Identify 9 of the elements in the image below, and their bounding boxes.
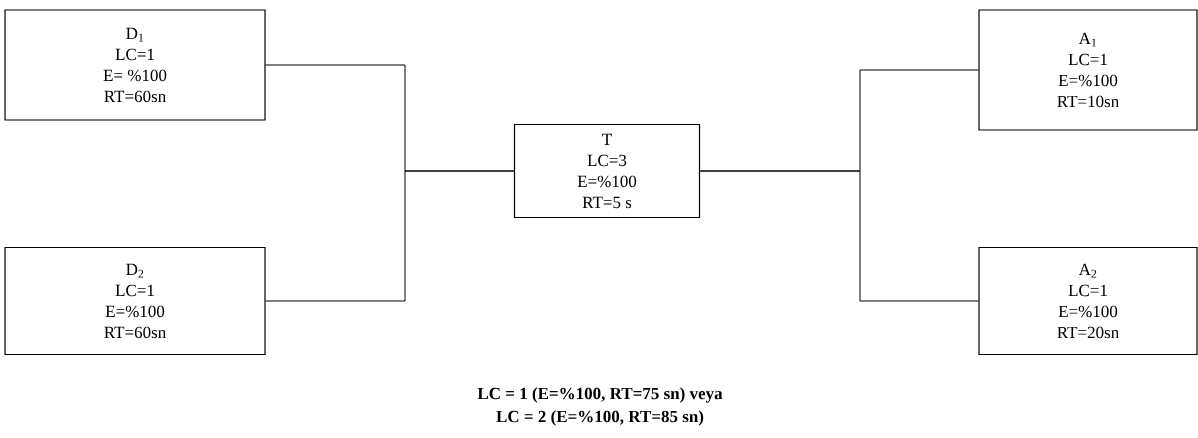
process-box: D$_{2}$ LC=1 E=%100 RT=60sn bbox=[4, 246, 266, 356]
process-box: A$_{2}$ LC=1 E=%100 RT=20sn bbox=[978, 246, 1198, 356]
process-box: D$_{1}$ LC=1 E= %100 RT=60sn bbox=[4, 9, 266, 121]
caption-text: LC = 1 (E=%100, RT=75 sn) veya bbox=[477, 387, 723, 403]
caption-text: LC = 2 (E=%100, RT=85 sn) bbox=[496, 410, 704, 426]
process-box: A$_{1}$ LC=1 E=%100 RT=10sn bbox=[978, 9, 1198, 131]
connector-line bbox=[699, 170, 979, 302]
connector-line bbox=[265, 170, 515, 302]
process-box: T LC=3 E=%100 RT=5 s bbox=[513, 123, 701, 219]
